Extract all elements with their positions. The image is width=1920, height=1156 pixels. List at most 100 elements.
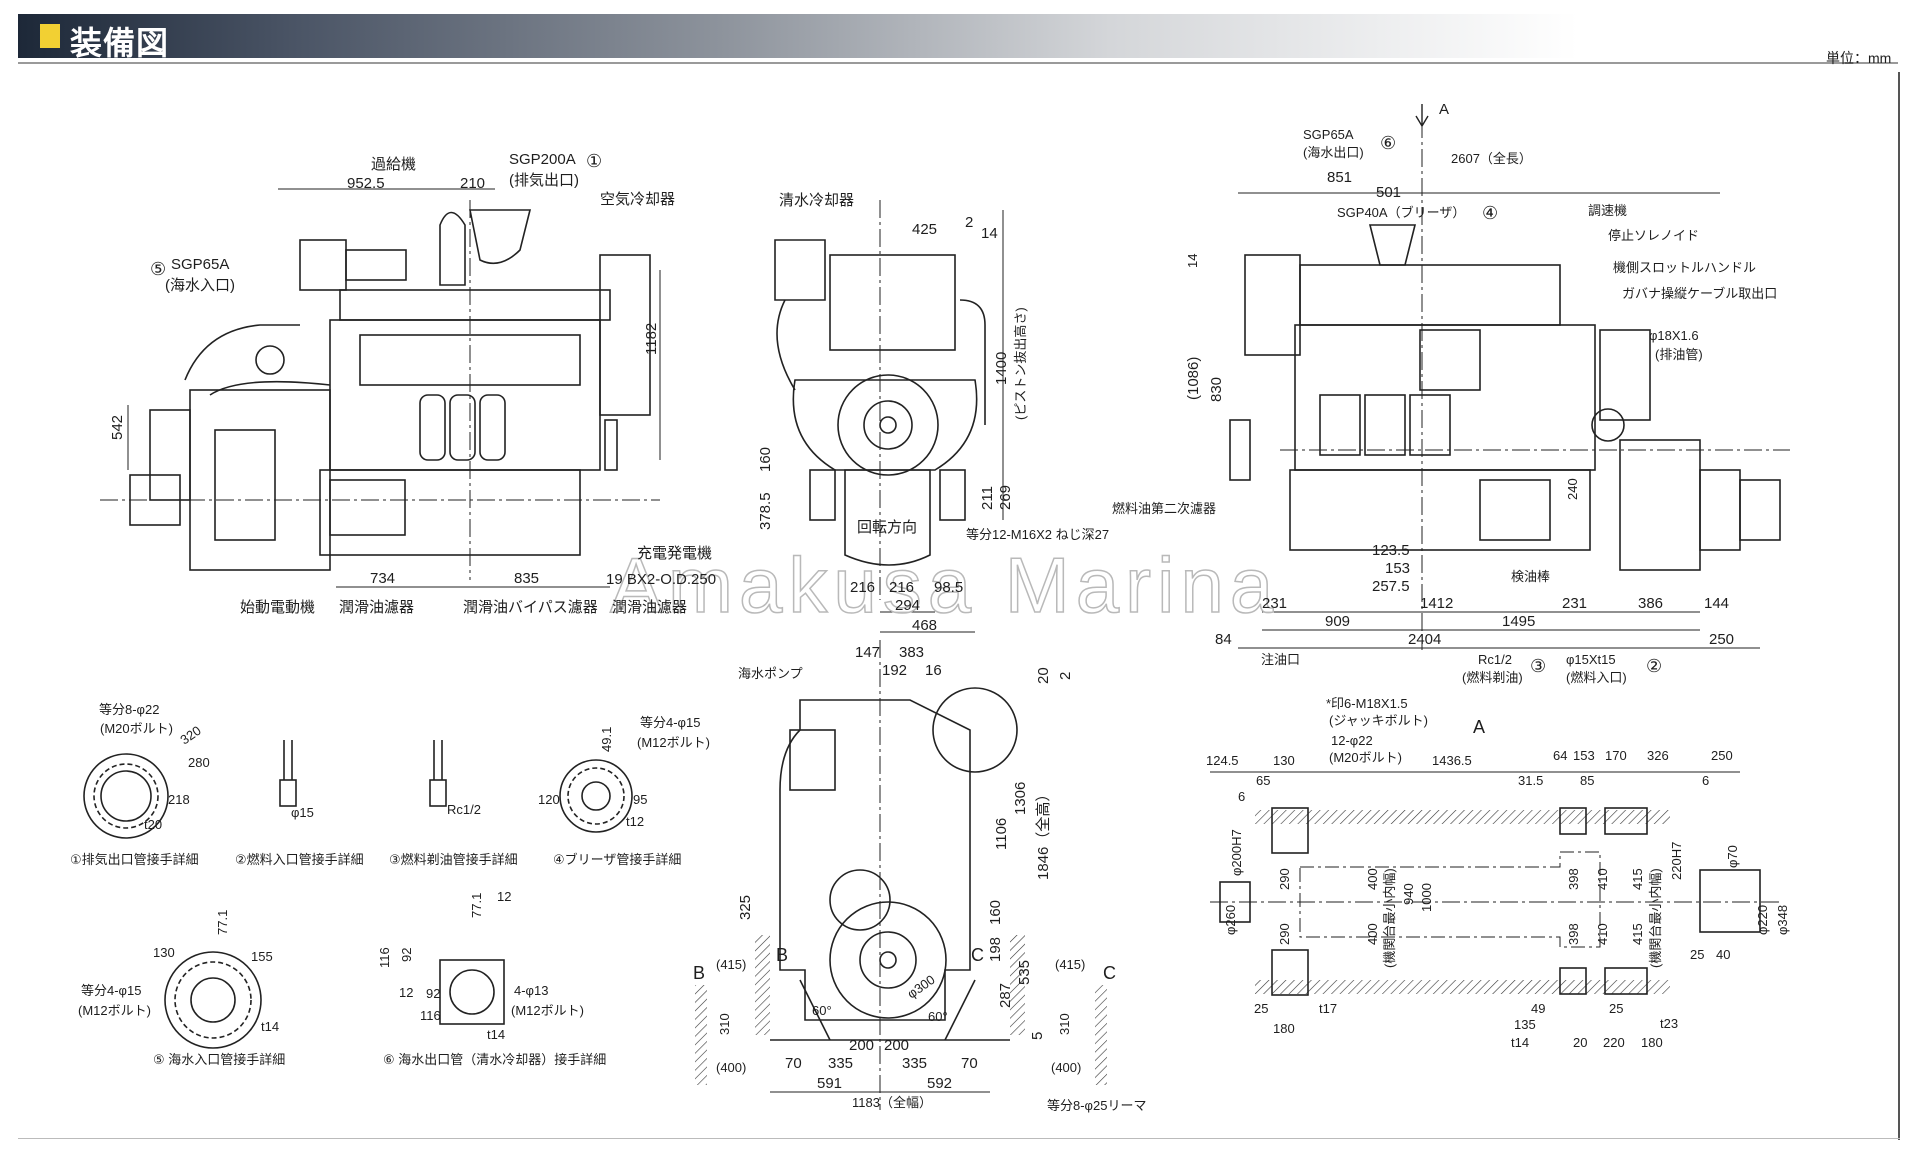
dim: φ348	[1775, 904, 1790, 935]
dim: 410	[1595, 923, 1610, 945]
dim: 60°	[812, 1003, 832, 1018]
dim: 85	[1580, 773, 1595, 788]
dim-overall-height: 1846（全高）	[1035, 786, 1052, 880]
dim: 135	[1514, 1017, 1536, 1032]
dim: 2	[965, 214, 974, 231]
dim: 98.5	[934, 579, 964, 596]
dim: 216	[850, 579, 876, 596]
dim: 400	[1365, 923, 1380, 945]
dim: 591	[817, 1075, 843, 1092]
dim: 123.5	[1372, 542, 1410, 559]
dim: 160	[757, 446, 774, 472]
label-fuel-inlet: (燃料入口)	[1566, 670, 1627, 685]
dim: 240	[1565, 478, 1580, 500]
callout-1: ①	[586, 151, 603, 171]
dim: 5	[1029, 1031, 1046, 1040]
label: (M12ボルト)	[511, 1003, 584, 1018]
dim: 310	[1057, 1013, 1072, 1035]
view-arrow-a: A	[1439, 101, 1450, 118]
dim: 1182	[643, 322, 660, 355]
label-bolt-holes: 12-φ22	[1331, 733, 1373, 748]
label-min-bed-width: (機関台最小内幅)	[1382, 868, 1397, 968]
caption-detail-5: ⑤ 海水入口管接手詳細	[153, 1052, 286, 1067]
caption-detail-6: ⑥ 海水出口管（清水冷却器）接手詳細	[383, 1052, 607, 1067]
label-drain-pipe: (排油管)	[1655, 347, 1703, 362]
label: 等分4-φ15	[81, 983, 142, 998]
callout-5: ⑤	[150, 259, 167, 279]
callout-2: ②	[1646, 656, 1663, 676]
label: (M20ボルト)	[1329, 750, 1402, 765]
dim: φ15	[291, 805, 314, 820]
dim: 70	[961, 1055, 978, 1072]
callout-4: ④	[1482, 203, 1499, 223]
dim: 830	[1208, 376, 1225, 402]
dim: 130	[1273, 753, 1295, 768]
section-b-title: B	[693, 963, 706, 983]
frame-right-border	[1898, 72, 1900, 1140]
label: (M20ボルト)	[100, 721, 173, 736]
dim: 231	[1562, 595, 1588, 612]
dim-overall-width: 1183（全幅）	[852, 1095, 932, 1110]
label: (M12ボルト)	[78, 1003, 151, 1018]
section-header-bar: 装備図	[18, 14, 1578, 61]
label-throttle-handle: 機側スロットルハンドル	[1613, 260, 1757, 275]
dim: 147	[855, 644, 881, 661]
dim: Rc1/2	[447, 802, 481, 817]
dim: 250	[1709, 631, 1735, 648]
label-seawater-outlet: (海水出口)	[1303, 145, 1364, 160]
dim: 335	[902, 1055, 928, 1072]
dim: 400	[1365, 868, 1380, 890]
dim: 335	[828, 1055, 854, 1072]
dim: 326	[1647, 748, 1669, 763]
dim: 65	[1256, 773, 1271, 788]
dim: 153	[1573, 748, 1595, 763]
header-square-icon	[40, 24, 60, 48]
label-dipstick: 検油棒	[1511, 569, 1551, 584]
label-turbocharger: 過給機	[371, 156, 417, 173]
label-rotation-direction: 回転方向	[857, 519, 918, 536]
page-title: 装備図	[70, 25, 170, 61]
label-reamer-holes: 等分8-φ25リーマ	[1047, 1098, 1147, 1113]
label-governor-cable-outlet: ガバナ操縦ケーブル取出口	[1622, 286, 1778, 301]
dim: 155	[251, 949, 273, 964]
dim-overall-length: 2607（全長）	[1451, 151, 1532, 166]
dim: 210	[460, 175, 486, 192]
dim: t14	[1511, 1035, 1530, 1050]
dim: 6	[1702, 773, 1710, 788]
dim: 592	[927, 1075, 953, 1092]
dim: 84	[1215, 631, 1232, 648]
dim: 280	[188, 755, 210, 770]
dim: 425	[912, 221, 938, 238]
dim: 92	[399, 947, 414, 962]
dim: 287	[997, 982, 1014, 1008]
dim: 415	[1630, 868, 1645, 890]
label-oil-bypass-filter: 潤滑油バイパス濾器	[463, 599, 598, 616]
dim: (415)	[1055, 957, 1086, 972]
section-mark-b: B	[776, 945, 789, 965]
label: (M12ボルト)	[637, 735, 710, 750]
dim: 398	[1566, 923, 1581, 945]
right-side-view-drawing	[1229, 104, 1790, 650]
dim: 2404	[1408, 631, 1442, 648]
label-belt-pulley: 19 BX2-O.D.250	[606, 571, 717, 588]
dim: 231	[1262, 595, 1288, 612]
label-fuel-inlet-size: φ15Xt15	[1566, 652, 1616, 667]
dim: t23	[1660, 1016, 1679, 1031]
section-c-title: C	[1103, 963, 1116, 983]
dim: 198	[987, 936, 1004, 962]
unit-label: 単位：mm	[1826, 50, 1892, 66]
dim: 200	[884, 1037, 910, 1054]
label-drain-pipe-size: φ18X1.6	[1649, 328, 1699, 343]
dim: 160	[987, 899, 1004, 925]
label-flywheel-thread: 等分12-M16X2 ねじ深27	[966, 527, 1110, 542]
rear-view-drawing	[695, 640, 1107, 1110]
frame-bottom-border	[18, 1138, 1900, 1139]
dim: 16	[925, 662, 942, 679]
dim: 257.5	[1372, 578, 1410, 595]
dim: 20	[1573, 1035, 1588, 1050]
dim: 25	[1254, 1001, 1269, 1016]
dim: 851	[1327, 169, 1353, 186]
dim: 153	[1385, 560, 1411, 577]
dim: 116	[377, 947, 392, 968]
